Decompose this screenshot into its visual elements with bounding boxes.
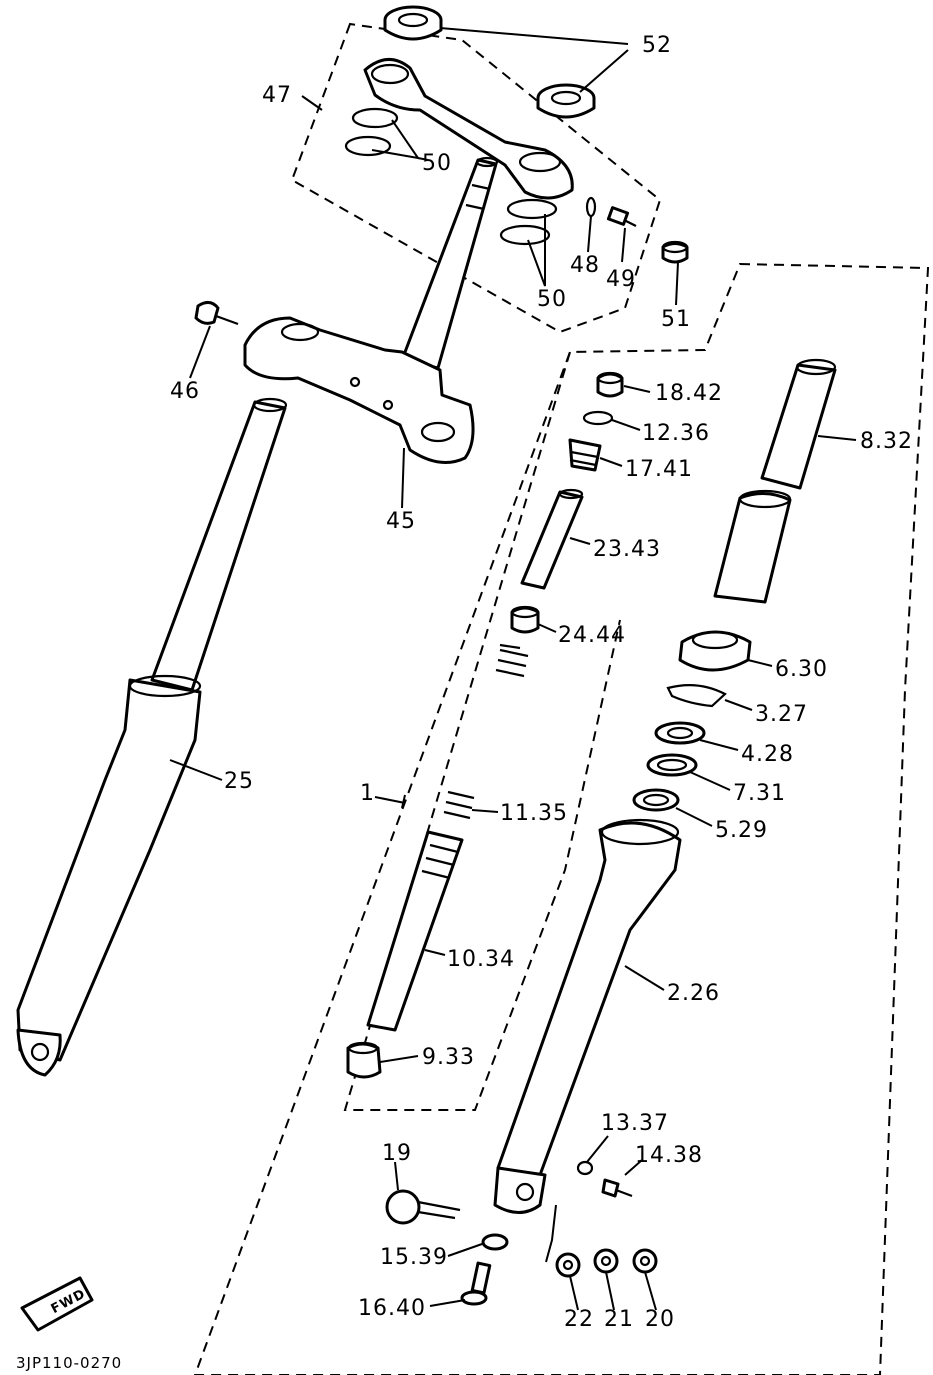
label-3-27: 3.27 [755, 702, 808, 727]
cap-51 [661, 240, 689, 264]
washer-24-44 [510, 605, 540, 634]
label-13-37: 13.37 [601, 1111, 669, 1136]
label-4-28: 4.28 [741, 742, 794, 767]
steering-stem [400, 156, 499, 370]
spacer-23-43 [520, 488, 584, 590]
label-25: 25 [224, 769, 254, 794]
label-19: 19 [382, 1141, 412, 1166]
label-48: 48 [570, 253, 600, 278]
handle-crown [363, 58, 574, 200]
cap-20 [632, 1248, 658, 1274]
label-2-26: 2.26 [667, 981, 720, 1006]
washer-15-39 [481, 1233, 509, 1251]
pinch-bolt-46 [194, 301, 239, 326]
label-5-29: 5.29 [715, 818, 768, 843]
oil-seal-4-28 [654, 721, 706, 745]
leader-lines [169, 27, 857, 1311]
label-50-b: 50 [537, 287, 567, 312]
washer-13-37 [576, 1160, 594, 1176]
label-20: 20 [645, 1307, 675, 1332]
dust-seal-cover [713, 489, 792, 604]
cap-bolt-18-42 [596, 371, 624, 398]
spring-11-35 [443, 790, 475, 820]
ring-nut-upper [383, 5, 443, 41]
o-ring-50-b2 [499, 224, 551, 246]
label-6-30: 6.30 [775, 657, 828, 682]
o-ring-50-a1 [351, 107, 399, 129]
label-16-40: 16.40 [358, 1296, 426, 1321]
label-17-41: 17.41 [625, 457, 693, 482]
label-24-44: 24.44 [558, 623, 626, 648]
label-22: 22 [564, 1307, 594, 1332]
slide-metal-5-29 [632, 788, 680, 812]
label-14-38: 14.38 [635, 1143, 703, 1168]
front-fork-assembled [16, 397, 288, 1077]
forward-direction-arrow: FWD [20, 1276, 94, 1332]
label-10-34: 10.34 [447, 947, 515, 972]
clip-48 [585, 196, 597, 218]
ring-nut-lower [536, 83, 596, 119]
washer-7-31 [646, 753, 698, 777]
label-45: 45 [386, 509, 416, 534]
label-9-33: 9.33 [422, 1045, 475, 1070]
cap-21 [593, 1248, 619, 1274]
o-ring-50-a2 [344, 135, 392, 157]
bolt-14-38 [601, 1178, 633, 1198]
o-ring-50-b1 [506, 198, 558, 220]
bolt-16-40 [460, 1261, 492, 1306]
label-49: 49 [606, 267, 636, 292]
bolt-49 [606, 206, 637, 227]
under-bracket [243, 316, 475, 464]
label-50-a: 50 [422, 151, 452, 176]
adjuster-17-41 [568, 438, 602, 472]
axle-holder-19 [385, 1189, 461, 1225]
outer-tube-2-26 [493, 818, 682, 1214]
label-11-35: 11.35 [500, 801, 568, 826]
label-52: 52 [642, 33, 672, 58]
label-15-39: 15.39 [380, 1245, 448, 1270]
inner-tube-8-32 [760, 358, 837, 490]
spring-upper [495, 643, 529, 678]
o-ring-12-36 [582, 410, 614, 426]
label-21: 21 [604, 1307, 634, 1332]
label-7-31: 7.31 [733, 781, 786, 806]
label-18-42: 18.42 [655, 381, 723, 406]
label-1: 1 [360, 781, 375, 806]
oil-lock-piece-9-33 [346, 1041, 382, 1079]
dust-seal-6-30 [678, 630, 752, 672]
label-12-36: 12.36 [642, 421, 710, 446]
damper-rod-10-34 [366, 830, 464, 1032]
label-51: 51 [661, 307, 691, 332]
cap-22 [555, 1252, 581, 1278]
label-46: 46 [170, 379, 200, 404]
label-23-43: 23.43 [593, 537, 661, 562]
drawing-code: 3JP110-0270 [16, 1354, 122, 1372]
fork-inner-group-outline [193, 262, 930, 1375]
callout-labels: 52 47 50 50 48 49 51 46 45 25 1 18.42 12… [16, 33, 913, 1372]
label-47: 47 [262, 83, 292, 108]
clip-3-27 [666, 683, 727, 708]
label-8-32: 8.32 [860, 429, 913, 454]
